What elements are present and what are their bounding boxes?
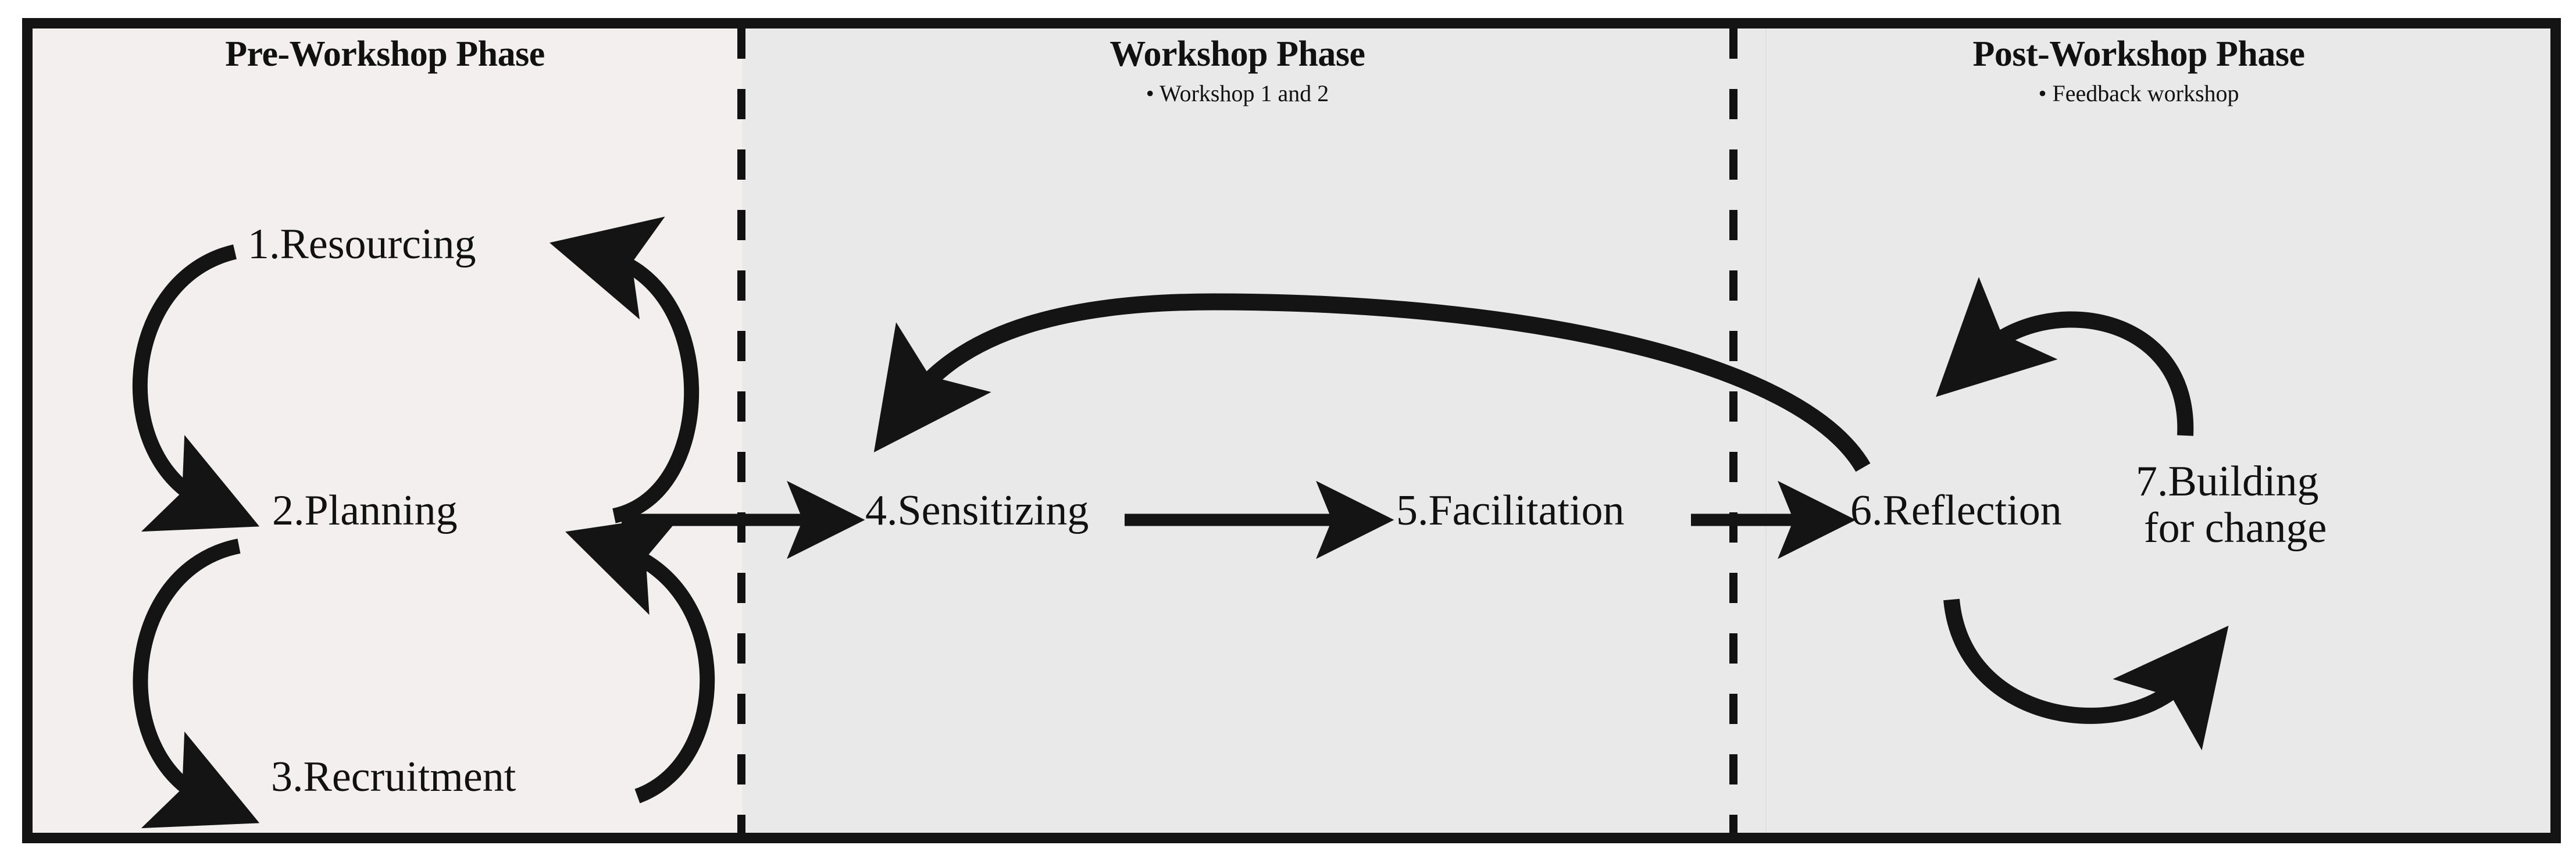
diagram-outer-frame: Pre-Workshop Phase Workshop Phase • Work… (22, 18, 2561, 843)
phase-title-workshop: Workshop Phase (1109, 34, 1365, 74)
phase-band-post-workshop (1765, 28, 2550, 833)
step-label-reflection: 6.Reflection (1850, 487, 2062, 534)
step-label-resourcing: 1.Resourcing (248, 220, 476, 268)
phase-header-post-workshop: Post-Workshop Phase • Feedback workshop (1737, 35, 2540, 106)
phase-title-pre-workshop: Pre-Workshop Phase (225, 34, 545, 74)
phase-subtitle-post-workshop: • Feedback workshop (2038, 80, 2239, 107)
phase-divider-2 (1729, 28, 1737, 833)
phase-title-post-workshop: Post-Workshop Phase (1972, 34, 2305, 74)
step-label-building-line1: 7.Building (2136, 458, 2319, 505)
phase-band-pre-workshop (33, 28, 742, 833)
step-label-building-for-change: 7.Building for change (2136, 458, 2327, 552)
step-label-facilitation: 5.Facilitation (1396, 487, 1625, 534)
diagram-canvas: Pre-Workshop Phase Workshop Phase • Work… (33, 28, 2550, 833)
phase-subtitle-workshop: • Workshop 1 and 2 (1146, 80, 1329, 107)
step-label-building-line2: for change (2144, 504, 2327, 552)
phase-header-workshop: Workshop Phase • Workshop 1 and 2 (745, 35, 1729, 106)
step-label-recruitment: 3.Recruitment (271, 753, 516, 801)
step-label-sensitizing: 4.Sensitizing (865, 487, 1089, 534)
phase-header-pre-workshop: Pre-Workshop Phase (33, 35, 737, 73)
phase-band-edge (1765, 28, 1767, 833)
phase-divider-1 (737, 28, 745, 833)
step-label-planning: 2.Planning (272, 487, 458, 534)
phase-band-workshop (742, 28, 1765, 833)
